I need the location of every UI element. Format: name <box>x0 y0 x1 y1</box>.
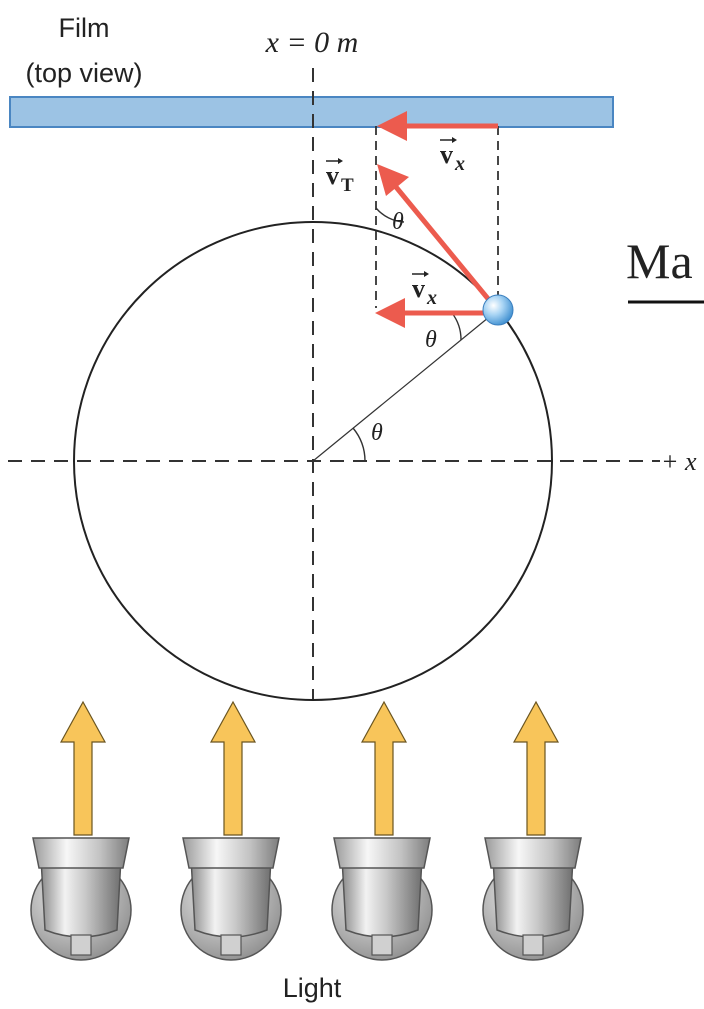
plus-x-label: + x <box>661 447 697 476</box>
svg-text:v: v <box>326 161 339 190</box>
light-bulb-1 <box>30 837 132 961</box>
svg-text:x: x <box>426 287 437 309</box>
radius-line <box>312 312 495 462</box>
light-arrow-1 <box>59 700 107 836</box>
partial-slide-title: Ma <box>626 233 693 289</box>
x-zero-label: x = 0 m <box>265 26 359 59</box>
svg-text:T: T <box>341 175 354 196</box>
angle-arc-center <box>352 427 366 462</box>
theta-label-mid: θ <box>425 327 437 353</box>
vx-label-mid: v x <box>412 271 437 309</box>
svg-text:v: v <box>412 274 425 303</box>
film-sublabel: (top view) <box>25 58 142 88</box>
film-strip <box>9 96 614 128</box>
circular-path <box>73 221 553 701</box>
film-label: Film <box>59 13 110 43</box>
vt-arrow <box>377 164 496 308</box>
svg-text:x: x <box>454 153 465 175</box>
moving-ball <box>482 294 514 326</box>
svg-text:v: v <box>440 140 453 169</box>
angle-arc-top <box>375 207 405 223</box>
light-bulb-4 <box>482 837 584 961</box>
vt-label: v T <box>326 158 354 196</box>
light-label: Light <box>283 973 342 1003</box>
vx-label-top: v x <box>440 137 465 175</box>
light-arrow-2 <box>209 700 257 836</box>
light-bulb-3 <box>331 837 433 961</box>
theta-label-top: θ <box>392 209 404 235</box>
theta-label-center: θ <box>371 420 383 446</box>
light-arrow-3 <box>360 700 408 836</box>
angle-arc-mid <box>451 312 462 341</box>
light-bulb-2 <box>180 837 282 961</box>
light-arrow-4 <box>512 700 560 836</box>
vx-arrow-top <box>377 111 498 141</box>
vx-arrow-mid <box>375 298 494 328</box>
